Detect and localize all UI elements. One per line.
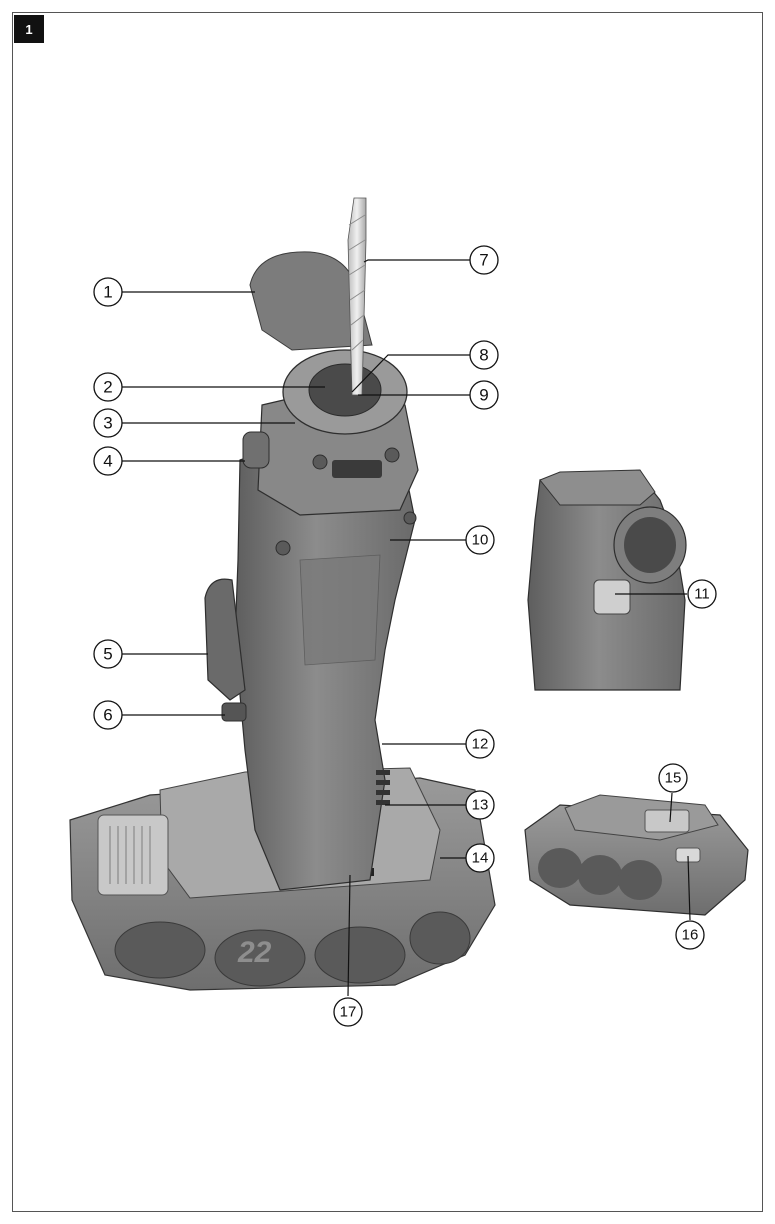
svg-text:4: 4 xyxy=(103,452,112,471)
svg-text:7: 7 xyxy=(479,251,488,270)
svg-text:2: 2 xyxy=(103,378,112,397)
callout-14: 14 xyxy=(466,844,494,872)
callout-10: 10 xyxy=(466,526,494,554)
callout-16: 16 xyxy=(676,921,704,949)
svg-text:15: 15 xyxy=(665,770,682,787)
callout-8: 8 xyxy=(470,341,498,369)
gear-head-slot xyxy=(332,460,382,478)
chuck-inner xyxy=(309,364,381,416)
svg-text:13: 13 xyxy=(472,797,489,814)
inset-battery xyxy=(525,795,748,915)
battery-voltage-marking: 22 xyxy=(237,936,272,969)
svg-text:5: 5 xyxy=(103,645,112,664)
svg-text:3: 3 xyxy=(103,414,112,433)
callout-2: 2 xyxy=(94,373,122,401)
side-knob xyxy=(243,432,269,468)
callout-9: 9 xyxy=(470,381,498,409)
callout-7: 7 xyxy=(470,246,498,274)
svg-text:17: 17 xyxy=(340,1004,357,1021)
callout-1: 1 xyxy=(94,278,122,306)
callout-6: 6 xyxy=(94,701,122,729)
battery-release-grip xyxy=(98,815,168,895)
hook-clip xyxy=(222,703,246,721)
callout-4: 4 xyxy=(94,447,122,475)
callout-12: 12 xyxy=(466,730,494,758)
screw-b xyxy=(385,448,399,462)
screw-a xyxy=(313,455,327,469)
svg-text:14: 14 xyxy=(472,850,489,867)
svg-text:8: 8 xyxy=(479,346,488,365)
inset-release-button xyxy=(594,580,630,614)
svg-text:1: 1 xyxy=(103,283,112,302)
screw-d xyxy=(404,512,416,524)
svg-text:12: 12 xyxy=(472,736,489,753)
callout-17: 17 xyxy=(334,998,362,1026)
callout-3: 3 xyxy=(94,409,122,437)
callout-11: 11 xyxy=(688,580,716,608)
callout-5: 5 xyxy=(94,640,122,668)
main-tool: 22 xyxy=(70,198,495,990)
housing-panel xyxy=(300,555,380,665)
inset-dust-attachment xyxy=(528,470,686,690)
callout-13: 13 xyxy=(466,791,494,819)
svg-text:11: 11 xyxy=(694,586,710,603)
svg-text:16: 16 xyxy=(682,927,699,944)
svg-text:9: 9 xyxy=(479,386,488,405)
screw-c xyxy=(276,541,290,555)
svg-text:10: 10 xyxy=(472,532,489,549)
inset-charge-indicator xyxy=(645,810,689,832)
svg-text:6: 6 xyxy=(103,706,112,725)
callout-15: 15 xyxy=(659,764,687,792)
